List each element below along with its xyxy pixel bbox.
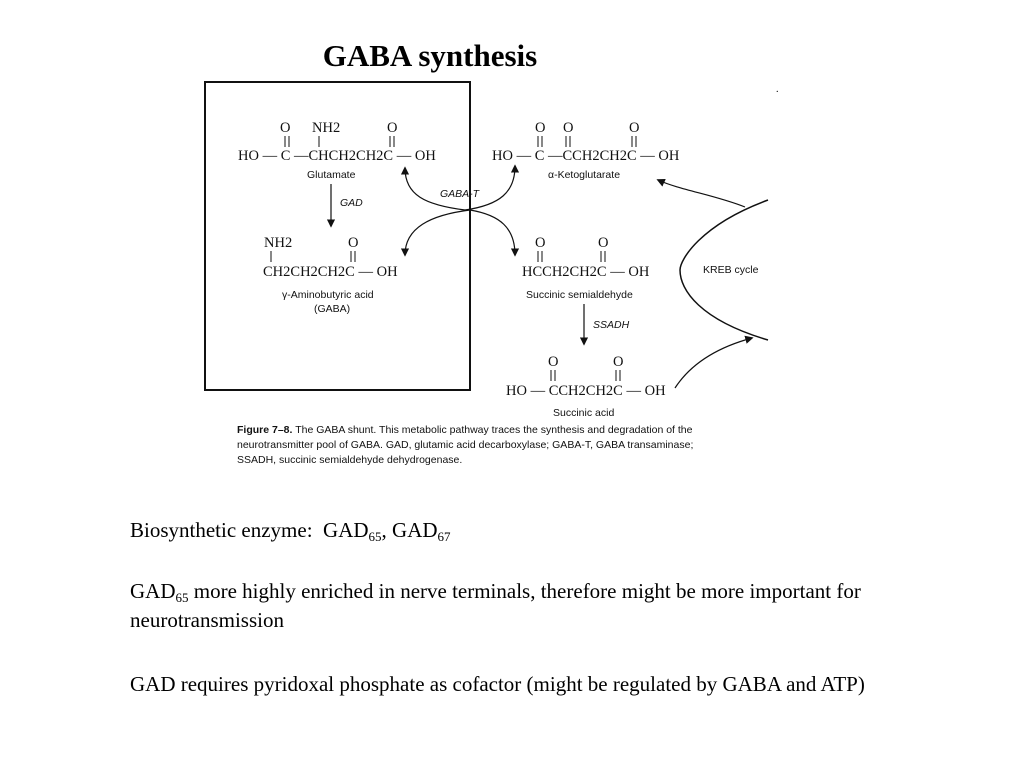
glutamate-structure: O NH2 O HO — C —CHCH2CH2C — OH Glutamate xyxy=(238,120,436,181)
gad-b: GAD xyxy=(392,518,438,542)
svg-text:NH2: NH2 xyxy=(264,235,292,251)
svg-text:O: O xyxy=(535,120,545,136)
gad-a: GAD xyxy=(323,518,369,542)
gaba-t-arrow-to-ssa xyxy=(469,209,520,257)
gad65-subscript: 65 xyxy=(175,590,189,605)
gad-enzyme-label: GAD xyxy=(340,197,363,209)
figure-caption: Figure 7–8. The GABA shunt. This metabol… xyxy=(237,423,707,468)
svg-text:O: O xyxy=(563,120,573,136)
gad65-text: more highly enriched in nerve terminals,… xyxy=(130,579,861,632)
gaba-structure: NH2 O CH2CH2CH2C — OH γ-Aminobutyric aci… xyxy=(263,235,398,315)
gad65: GAD xyxy=(130,579,176,603)
svg-text:O: O xyxy=(348,235,358,251)
nh2-label: NH2 xyxy=(312,120,340,136)
gaba-label-line2: (GABA) xyxy=(314,303,350,315)
svg-text:HCCH2CH2C — OH: HCCH2CH2C — OH xyxy=(522,264,650,280)
svg-text:O: O xyxy=(280,120,290,136)
succinic-semialdehyde-structure: O O HCCH2CH2C — OH Succinic semialdehyde xyxy=(522,235,650,301)
svg-text:O: O xyxy=(535,235,545,251)
svg-text:O: O xyxy=(548,354,558,370)
svg-text:O: O xyxy=(598,235,608,251)
svg-text:O: O xyxy=(629,120,639,136)
succinic-acid-label: Succinic acid xyxy=(553,407,614,419)
enzyme-line-prefix: Biosynthetic enzyme: xyxy=(130,518,324,542)
succinic-acid-structure: O O HO — CCH2CH2C — OH Succinic acid xyxy=(506,354,666,419)
gaba-t-arrow-to-gaba xyxy=(400,209,471,257)
svg-text:O: O xyxy=(387,120,397,136)
svg-text:HO — CCH2CH2C — OH: HO — CCH2CH2C — OH xyxy=(506,383,666,399)
svg-text:O: O xyxy=(613,354,623,370)
figure-caption-label: Figure 7–8. xyxy=(237,424,293,436)
ssa-label: Succinic semialdehyde xyxy=(526,289,633,301)
stray-dot: . xyxy=(776,84,779,95)
svg-text:NH2: NH2 xyxy=(312,120,340,136)
enzyme-line: Biosynthetic enzyme: GAD65, GAD67 xyxy=(130,518,451,544)
highlight-box xyxy=(204,81,471,391)
gaba-t-arrow-to-glutamate xyxy=(400,166,466,211)
svg-text:CH2CH2CH2C — OH: CH2CH2CH2C — OH xyxy=(263,264,398,280)
gaba-t-arrow-to-ketoglutarate xyxy=(464,164,520,211)
svg-text:HO — C —CCH2CH2C — OH: HO — C —CCH2CH2C — OH xyxy=(492,148,680,164)
ketoglutarate-label: α-Ketoglutarate xyxy=(548,169,620,181)
figure-caption-text: The GABA shunt. This metabolic pathway t… xyxy=(237,424,694,466)
ketoglutarate-structure: O O O HO — C —CCH2CH2C — OH α-Ketoglutar… xyxy=(492,120,680,181)
ssadh-enzyme-label: SSADH xyxy=(593,319,630,331)
kreb-arrow-from-succinic xyxy=(674,335,754,389)
cofactor-paragraph: GAD requires pyridoxal phosphate as cofa… xyxy=(130,672,865,696)
kreb-cycle-label: KREB cycle xyxy=(703,264,759,276)
kreb-arrow-to-ketoglutarate xyxy=(656,178,746,208)
gaba-t-enzyme-label: GABA-T xyxy=(440,188,481,200)
gaba-label-line1: γ-Aminobutyric acid xyxy=(282,289,374,301)
glutamate-label: Glutamate xyxy=(307,169,356,181)
gaba-shunt-figure: O NH2 O HO — C —CHCH2CH2C — OH Glutamate… xyxy=(204,81,769,419)
kreb-cycle-arc xyxy=(679,199,769,341)
slide-title: GABA synthesis xyxy=(322,38,538,73)
gad-a-subscript: 65 xyxy=(368,529,382,544)
svg-text:HO — C —CHCH2CH2C — OH: HO — C —CHCH2CH2C — OH xyxy=(238,148,436,164)
gad65-paragraph: GAD65 more highly enriched in nerve term… xyxy=(130,577,910,635)
gad-b-subscript: 67 xyxy=(437,529,451,544)
